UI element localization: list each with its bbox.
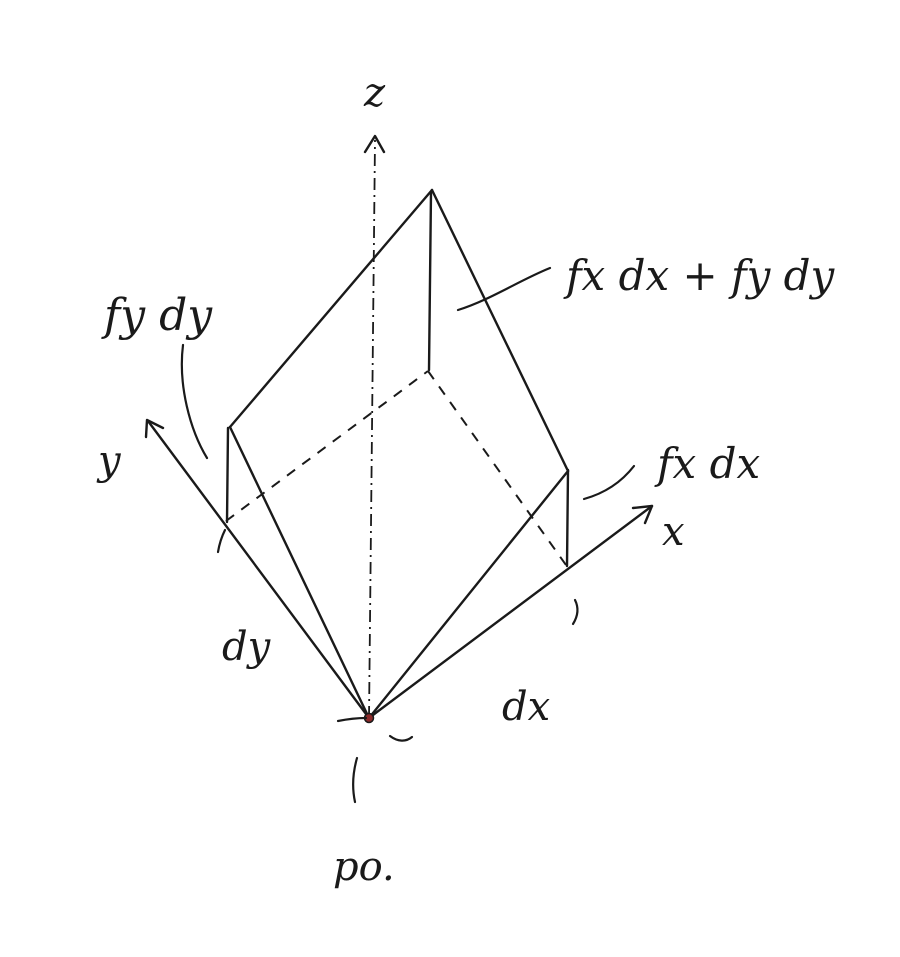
x-axis-label: x — [662, 509, 685, 555]
y-axis — [146, 419, 371, 720]
front-edge-left — [228, 425, 371, 720]
tick-dx-segment — [571, 598, 579, 626]
total-differential-label: fx dx + fy dy — [563, 251, 836, 300]
leader-fx-dx — [582, 464, 636, 501]
leader-fy-dy — [180, 343, 209, 460]
z-axis-label: z — [363, 70, 386, 116]
fy-dy-label: fy dy — [101, 290, 213, 341]
x-axis — [367, 504, 654, 720]
z-axis-arrowhead — [363, 134, 386, 154]
z-axis — [368, 139, 376, 719]
front-edge-right — [367, 469, 570, 720]
vertical-edge-back — [427, 190, 433, 372]
dy-label: dy — [222, 624, 272, 670]
vertical-edge-right — [565, 468, 570, 568]
y-axis-arrowhead — [144, 418, 165, 439]
top-edge-right — [430, 188, 570, 473]
vertical-edge-left — [225, 426, 230, 524]
base-edge-back-right — [427, 370, 567, 566]
origin-arc-mark — [388, 734, 414, 742]
x-axis-arrowhead — [631, 504, 654, 525]
fx-dx-label: fx dx — [654, 439, 760, 488]
base-edge-back-left — [225, 370, 429, 522]
top-edge-left — [228, 188, 434, 429]
y-axis-label: y — [96, 438, 122, 484]
dx-label: dx — [502, 684, 550, 730]
origin-left-mark — [336, 716, 368, 723]
leader-total — [456, 266, 552, 312]
leader-origin — [352, 756, 359, 804]
origin-label: po. — [333, 844, 395, 890]
tick-dy-segment — [216, 528, 227, 554]
